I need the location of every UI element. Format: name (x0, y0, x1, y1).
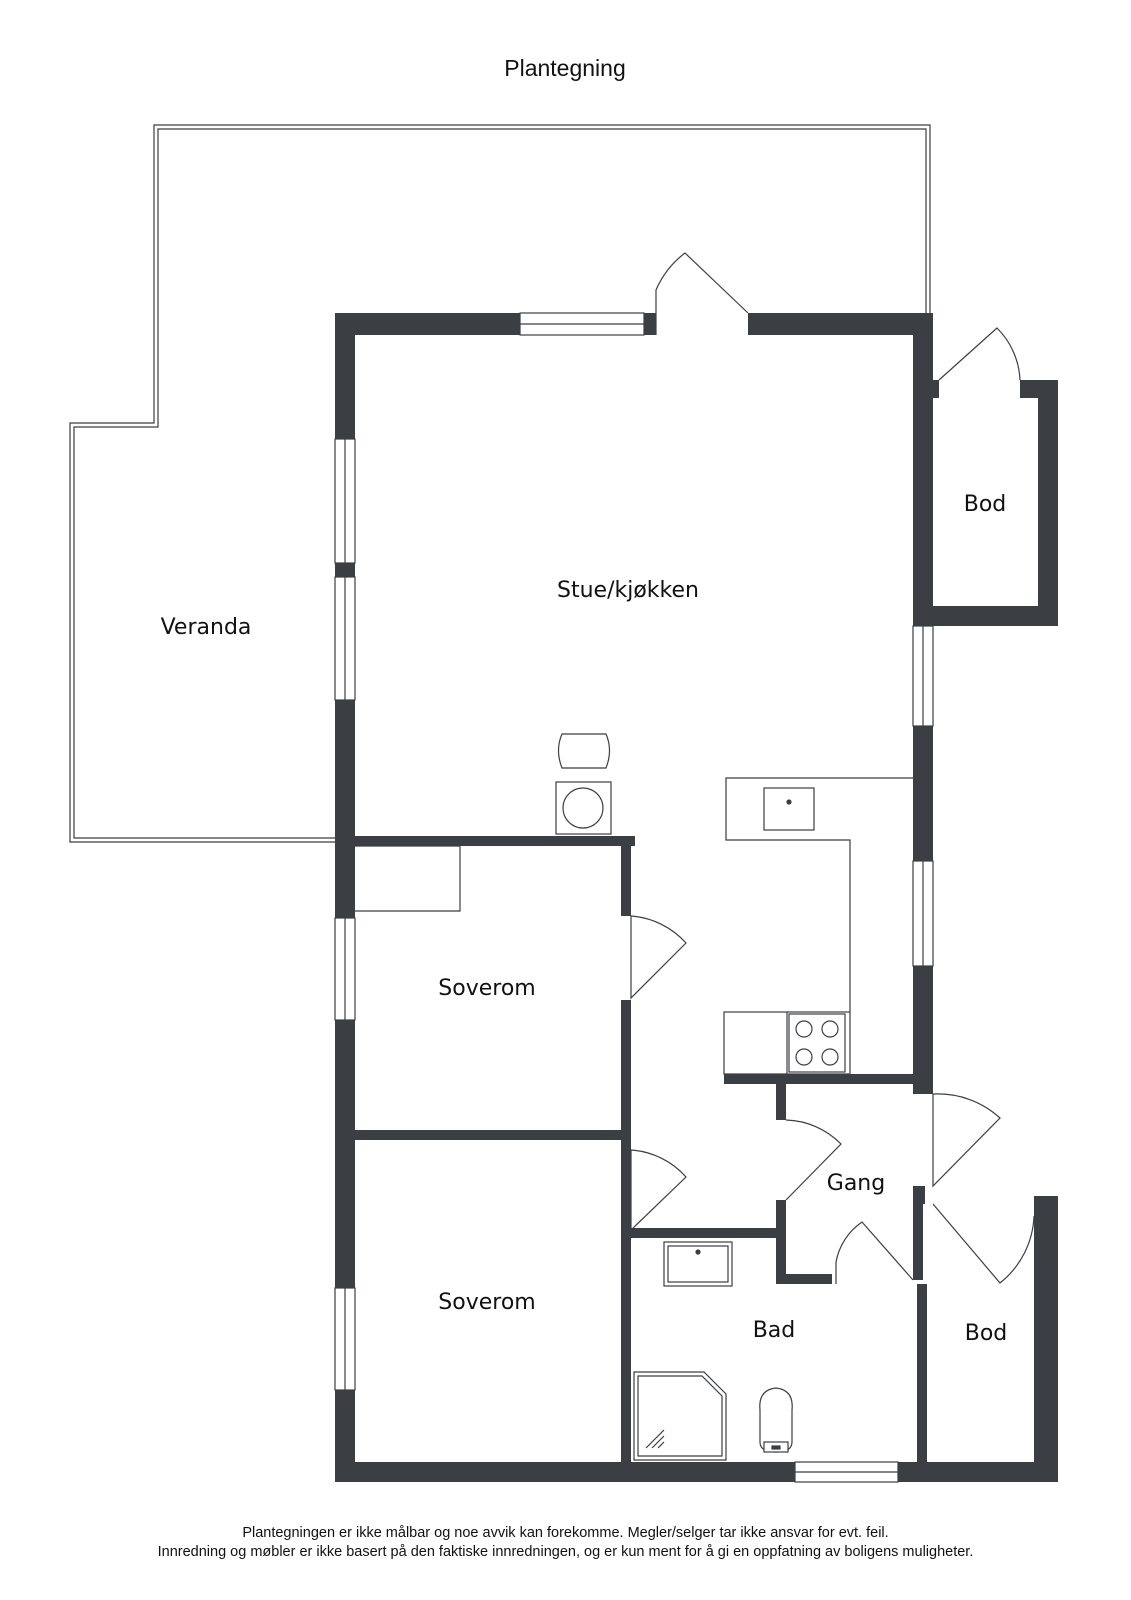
room-labels: Veranda Stue/kjøkken Bod Soverom Soverom… (161, 492, 1008, 1346)
label-veranda: Veranda (161, 615, 252, 640)
label-gang: Gang (827, 1171, 885, 1196)
plan-title: Plantegning (504, 55, 626, 81)
label-soverom-2: Soverom (438, 1290, 535, 1315)
label-bod-top: Bod (964, 492, 1007, 517)
disclaimer-line-2: Innredning og møbler er ikke basert på d… (157, 1544, 974, 1560)
door-bod-top (938, 327, 1021, 381)
veranda-outline (69, 124, 931, 843)
door-soverom-1 (630, 915, 687, 1000)
wardrobe (355, 845, 461, 912)
kitchen-fixtures (355, 733, 913, 1075)
windows (334, 312, 934, 1483)
door-bod-bottom (932, 1203, 1035, 1284)
door-bad (835, 1221, 914, 1284)
appliance-icon (557, 733, 611, 769)
door-entrance (932, 1093, 1001, 1188)
door-soverom-2 (630, 1149, 687, 1232)
label-bad: Bad (753, 1318, 796, 1343)
doors (630, 252, 1035, 1284)
label-soverom-1: Soverom (438, 976, 535, 1001)
kitchen-counter (725, 777, 913, 1012)
bathroom-fixtures (633, 1241, 793, 1461)
stove-icon (788, 1013, 846, 1073)
walls (335, 313, 1058, 1482)
label-stue-kjokken: Stue/kjøkken (557, 578, 699, 603)
kitchen-sink-icon (763, 787, 815, 831)
door-gang-inner (785, 1119, 842, 1201)
disclaimer-line-1: Plantegningen er ikke målbar og noe avvi… (242, 1525, 889, 1541)
label-bod-bottom: Bod (965, 1321, 1008, 1346)
door-stue-top (655, 252, 749, 335)
